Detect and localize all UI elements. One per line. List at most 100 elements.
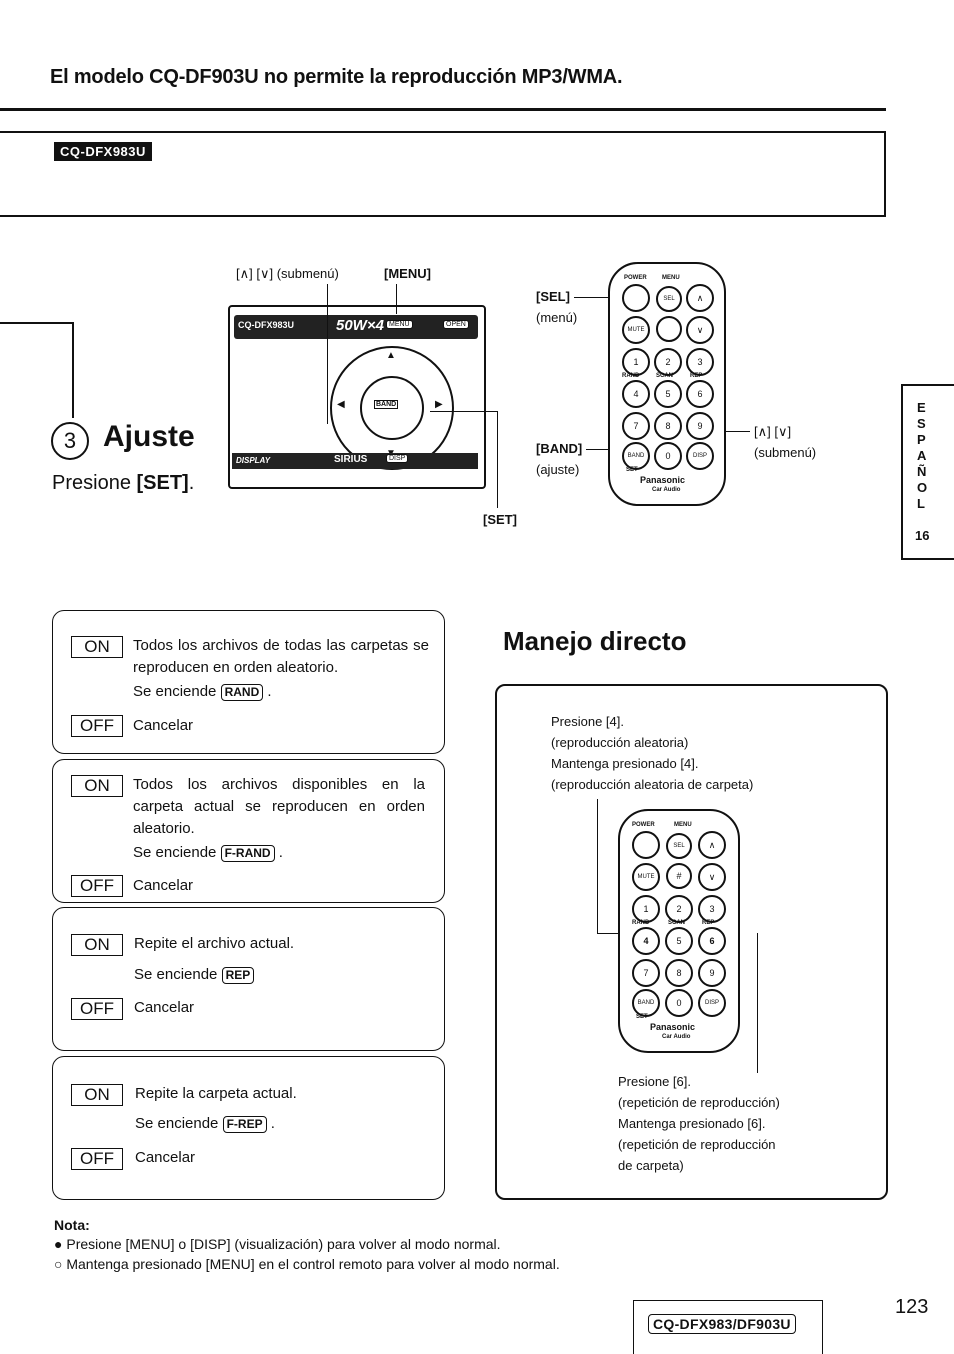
unit-open-button: OPEN <box>443 320 469 329</box>
connector-line <box>72 322 74 418</box>
num-4-button: 4 <box>622 380 650 408</box>
footer-model: CQ-DFX983/DF903U <box>648 1314 796 1334</box>
remote-menu-label: MENU <box>662 275 680 281</box>
disp-button: DISP <box>686 442 714 470</box>
callout-line <box>716 431 750 432</box>
num-6-button: 6 <box>686 380 714 408</box>
indicator-prefix: Se enciende <box>135 1115 219 1132</box>
side-letter: P <box>917 432 926 447</box>
band-button: BAND <box>632 989 660 1017</box>
on-label: ON <box>71 1084 123 1106</box>
up-arrow-icon: ∧ <box>686 284 714 312</box>
remote-brand-sub: Car Audio <box>652 487 681 493</box>
heading-rule <box>0 108 886 111</box>
num-1-button: 1 <box>632 895 660 923</box>
indicator-frep: F-REP <box>222 1116 267 1133</box>
unit-menu-button: MENU <box>386 320 413 329</box>
callout-line <box>327 284 328 424</box>
step-instruction: Presione [SET]. <box>52 472 194 495</box>
num-2-button: 2 <box>665 895 693 923</box>
language-side-tab: E S P A Ñ O L 16 <box>901 384 954 560</box>
up-arrow-icon: ▲ <box>386 350 396 361</box>
indicator-rand: RAND <box>220 684 264 701</box>
indicator-line: Se enciende REP <box>134 964 255 986</box>
option-box-rand: ON Todos los archivos de todas las carpe… <box>52 610 445 754</box>
label-arrows-right: [∧] [∨] <box>754 424 792 439</box>
nota-item: ○ Mantenga presionado [MENU] en el contr… <box>54 1256 560 1272</box>
sel-button: SEL <box>666 833 692 859</box>
scan-label: SCAN <box>668 920 686 926</box>
mute-button: MUTE <box>622 316 650 344</box>
num-3-button: 3 <box>698 895 726 923</box>
callout-line <box>757 933 758 1073</box>
step-number-badge: 3 <box>51 422 89 460</box>
unit-disp-button: DISP <box>386 454 409 463</box>
on-description: Repite la carpeta actual. <box>135 1085 297 1102</box>
model-tag: CQ-DFX983U <box>54 142 152 161</box>
label-arrows-right-sub: (submenú) <box>754 445 817 460</box>
label-band: [BAND] <box>536 441 583 456</box>
indicator-prefix: Se enciende <box>133 844 217 861</box>
down-arrow-icon: ∨ <box>698 863 726 891</box>
down-arrow-icon: ∨ <box>686 316 714 344</box>
instruction-key: [SET] <box>136 472 189 494</box>
callout-line <box>597 799 598 934</box>
remote-illustration-large: POWER MENU SEL ∧ MUTE # ∨ 1 2 3 RAND SCA… <box>618 809 740 1053</box>
callout-line <box>497 412 498 508</box>
band-button: BAND <box>622 442 650 470</box>
label-sel-sub: (menú) <box>536 310 578 325</box>
connector-line <box>0 322 74 324</box>
left-arrow-icon: ◀ <box>337 399 345 410</box>
off-description: Cancelar <box>135 1149 196 1166</box>
option-box-frand: ON Todos los archivos disponibles en la … <box>52 759 445 903</box>
section-title: Manejo directo <box>503 626 687 656</box>
direct-operation-box: Presione [4]. (reproducción aleatoria) M… <box>495 684 888 1200</box>
num-5-button: 5 <box>665 927 693 955</box>
text-line: de carpeta) <box>618 1158 684 1173</box>
off-label: OFF <box>71 1148 123 1170</box>
sel-button: SEL <box>656 286 682 312</box>
set-label: SET <box>626 467 638 473</box>
right-arrow-icon: ▶ <box>435 399 443 410</box>
nota-title: Nota: <box>54 1217 90 1233</box>
instruction-text: Presione <box>52 472 137 494</box>
text-line: (reproducción aleatoria) <box>551 735 689 750</box>
off-label: OFF <box>71 875 123 897</box>
on-label: ON <box>71 775 123 797</box>
nota-item: ● Presione [MENU] o [DISP] (visualizació… <box>54 1236 501 1252</box>
num-1-button: 1 <box>622 348 650 376</box>
indicator-prefix: Se enciende <box>133 683 217 700</box>
indicator-rep: REP <box>221 967 255 984</box>
rand-label: RAND <box>632 920 650 926</box>
callout-line <box>396 284 397 314</box>
num-2-button: 2 <box>654 348 682 376</box>
side-letter: L <box>917 496 925 511</box>
off-description: Cancelar <box>133 877 194 894</box>
num-8-button: 8 <box>665 959 693 987</box>
head-unit-illustration: CQ-DFX983U 50W×4 MENU OPEN BAND ▲ ▼ ◀ ▶ … <box>228 305 486 489</box>
num-3-button: 3 <box>686 348 714 376</box>
unit-band-button: BAND <box>374 400 399 409</box>
remote-illustration-small: POWER MENU SEL ∧ MUTE ∨ 1 2 3 RAND SCAN … <box>608 262 726 506</box>
side-letter: S <box>917 416 926 431</box>
num-7-button: 7 <box>622 412 650 440</box>
unit-display-label: DISPLAY <box>236 456 271 465</box>
indicator-prefix: Se enciende <box>134 966 218 983</box>
on-description: Todos los archivos de todas las carpetas… <box>133 637 429 676</box>
unit-sirius-logo: SIRIUS <box>334 454 368 465</box>
label-sel: [SEL] <box>536 289 570 304</box>
num-0-button: 0 <box>654 442 682 470</box>
power-button <box>622 284 650 312</box>
indicator-line: Se enciende RAND . <box>133 683 272 701</box>
model-box <box>0 131 886 217</box>
nota-item-text: Presione [MENU] o [DISP] (visualización)… <box>66 1236 501 1252</box>
remote-power-label: POWER <box>632 822 655 828</box>
num-7-button: 7 <box>632 959 660 987</box>
footer-box <box>633 1300 823 1354</box>
text-line: Mantenga presionado [4]. <box>551 756 699 771</box>
num-0-button: 0 <box>665 989 693 1017</box>
unit-lower-bar <box>232 453 478 469</box>
mute-button: MUTE <box>632 863 660 891</box>
remote-menu-label: MENU <box>674 822 692 828</box>
scan-label: SCAN <box>656 373 674 379</box>
